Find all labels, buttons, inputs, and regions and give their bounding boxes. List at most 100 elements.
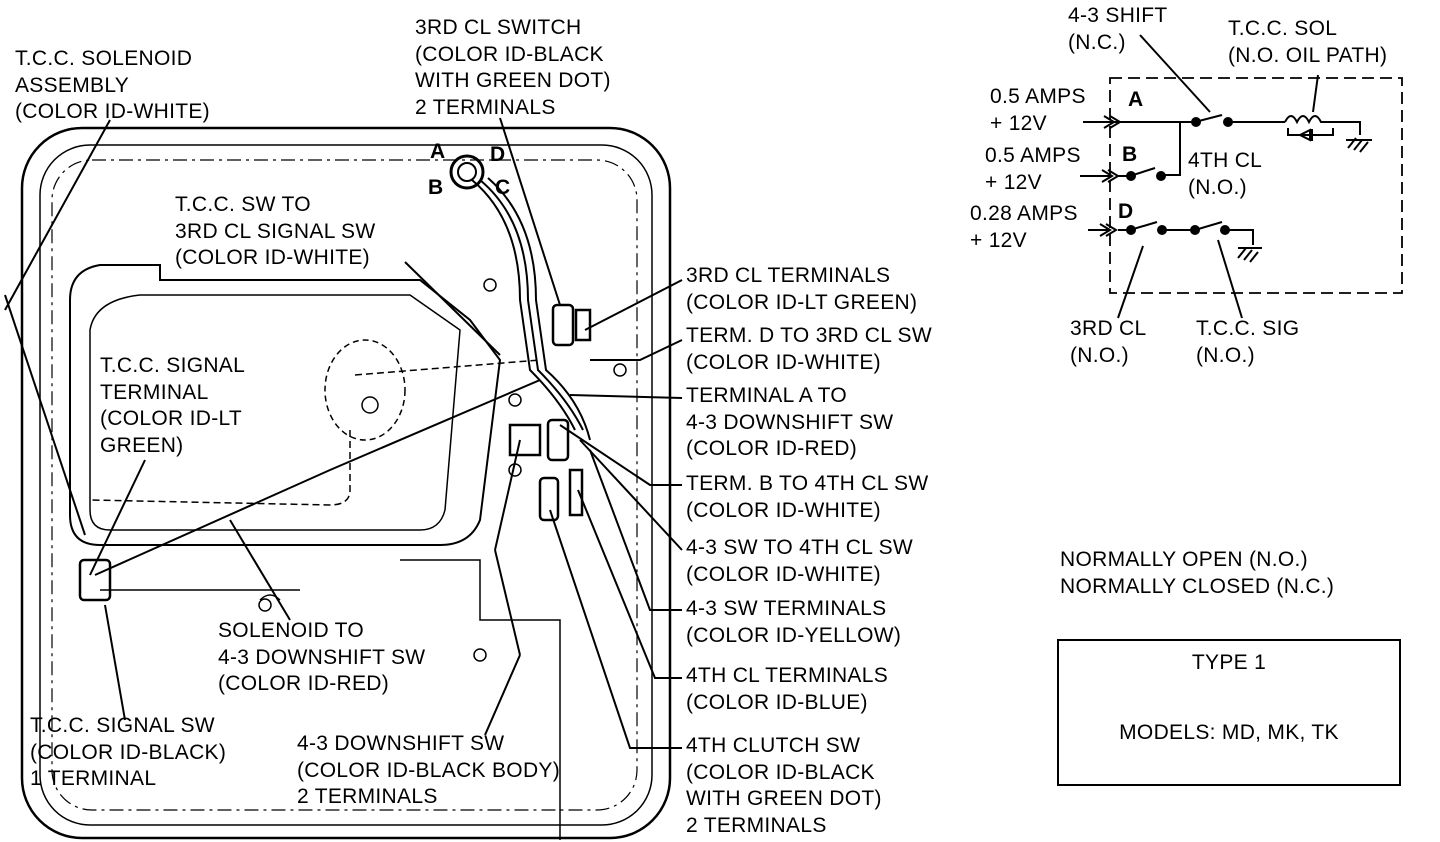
oil-passage xyxy=(324,339,406,441)
label-line: + 12V xyxy=(970,228,1027,252)
label-line: (COLOR ID-WHITE) xyxy=(686,350,881,374)
label-line: 2 TERMINALS xyxy=(415,95,556,119)
4-3-downshift-switch xyxy=(546,418,570,462)
label-line: (N.O. OIL PATH) xyxy=(1228,43,1388,67)
sw43-to-4th-label: 4-3 SW TO 4TH CL SW (COLOR ID-WHITE) xyxy=(686,535,913,588)
terminal-letter-a: A xyxy=(1128,88,1144,111)
label-line: + 12V xyxy=(990,111,1047,135)
input-b-label: 0.5 AMPS+ 12V xyxy=(985,143,1081,196)
label-line: WITH GREEN DOT) xyxy=(686,787,882,810)
label-line: 0.5 AMPS xyxy=(990,85,1086,108)
label-line: 2 TERMINALS xyxy=(297,785,438,808)
label-line: (COLOR ID-WHITE) xyxy=(686,562,881,586)
label-line: 3RD CL xyxy=(1070,317,1147,340)
leader-lines xyxy=(4,117,683,749)
harness-dashed-route xyxy=(89,359,541,506)
label-line: 4-3 DOWNSHIFT SW xyxy=(297,732,505,755)
tcc-sw-to-3rd-cl-label: T.C.C. SW TO 3RD CL SIGNAL SW (COLOR ID-WH… xyxy=(175,192,375,272)
connector-letter-b: B xyxy=(428,176,444,199)
label-line: T.C.C. SIGNAL SW xyxy=(30,714,215,737)
label-line: 4TH CLUTCH SW xyxy=(686,734,861,757)
connector-letter-d: D xyxy=(490,143,506,166)
label-line: (COLOR ID-RED) xyxy=(686,437,858,460)
label-line: 4-3 DOWNSHIFT SW xyxy=(686,410,894,434)
tcc-sol-label: T.C.C. SOL (N.O. OIL PATH) xyxy=(1228,16,1387,69)
label-line: 3RD CL SWITCH xyxy=(415,16,582,39)
label-line: (N.O.) xyxy=(1188,175,1247,199)
label-line: (COLOR ID-BLACK xyxy=(415,42,604,66)
fourth-cl-terminals-label: 4TH CL TERMINALS(COLOR ID-BLUE) xyxy=(686,663,888,716)
schematic xyxy=(1080,34,1403,319)
label-line: T.C.C. SOL xyxy=(1228,17,1338,40)
label-line: T.C.C. SW TO xyxy=(175,193,311,216)
wiring-harness xyxy=(471,177,591,441)
valve-body-outline xyxy=(69,264,502,546)
label-line: 4-3 SW TO 4TH CL SW xyxy=(686,536,914,559)
label-line: GREEN) xyxy=(100,433,184,457)
label-line: (COLOR ID-LT GREEN) xyxy=(686,290,918,314)
label-line: 2 TERMINALS xyxy=(686,813,827,837)
type-box-title: TYPE 1 xyxy=(1191,651,1267,674)
label-line: TERM. D TO 3RD CL SW xyxy=(686,324,932,347)
input-d-label: 0.28 AMPS + 12V xyxy=(970,201,1078,254)
pan-dashed-outline xyxy=(51,159,638,811)
label-line: (COLOR ID-WHITE) xyxy=(686,498,881,522)
label-line: + 12V xyxy=(985,170,1042,194)
label-line: 1 TERMINAL xyxy=(30,767,157,790)
tcc-signal-terminal-label: T.C.C. SIGNAL TERMINAL (COLOR ID-LT GREEN) xyxy=(100,353,245,459)
shift-43-label: 4-3 SHIFT (N.C.) xyxy=(1068,3,1168,56)
label-line: (COLOR ID-BLUE) xyxy=(686,690,868,714)
tcc-signal-switch xyxy=(78,558,112,602)
label-line: (COLOR ID-BLACK BODY) xyxy=(297,758,561,782)
label-line: (N.C.) xyxy=(1068,30,1126,54)
label-line: T.C.C. SIG xyxy=(1196,317,1300,340)
label-line: SOLENOID TO xyxy=(218,619,365,642)
label-line: (COLOR ID-LT xyxy=(100,407,243,430)
label-line: 0.28 AMPS xyxy=(970,202,1078,225)
fourth-clutch-sw-label: 4TH CLUTCH SW (COLOR ID-BLACK WITH GREEN D… xyxy=(686,733,882,839)
label-line: TERMINAL A TO xyxy=(686,384,848,407)
3rd-cl-switch xyxy=(551,303,575,347)
label-line: 4-3 DOWNSHIFT SW xyxy=(218,645,426,669)
type-box-models: MODELS: MD, MK, TK xyxy=(1119,721,1339,744)
label-line: 4-3 SW TERMINALS xyxy=(686,597,887,620)
case-connector xyxy=(449,154,485,190)
label-line: 3RD CL TERMINALS xyxy=(686,264,891,287)
label-line: ASSEMBLY xyxy=(15,73,130,97)
label-line: 4-3 SHIFT xyxy=(1068,4,1168,27)
terminal-letter-b: B xyxy=(1122,143,1138,166)
label-line: TERMINAL xyxy=(100,380,209,404)
third-cl-terminals-label: 3RD CL TERMINALS (COLOR ID-LT GREEN) xyxy=(686,263,917,316)
pan-outer-outline xyxy=(20,126,672,840)
label-line: (COLOR ID-WHITE) xyxy=(175,246,370,269)
schematic-dashed-box xyxy=(1109,77,1403,294)
term-d-label: TERM. D TO 3RD CL SW (COLOR ID-WHITE) xyxy=(686,323,932,376)
label-line: T.C.C. SIGNAL xyxy=(100,354,246,377)
term-b-label: TERM. B TO 4TH CL SW (COLOR ID-WHITE) xyxy=(686,471,928,524)
label-line: (COLOR ID-WHITE) xyxy=(15,100,210,123)
label-line: WITH GREEN DOT) xyxy=(415,69,611,92)
lower-plate xyxy=(100,559,561,840)
label-line: (COLOR ID-BLACK xyxy=(686,760,875,784)
tcc-signal-sw-label: T.C.C. SIGNAL SW (COLOR ID-BLACK) 1 TERMIN… xyxy=(30,713,226,793)
legend-label: NORMALLY OPEN (N.O.) NORMALLY CLOSED (N.C… xyxy=(1060,547,1334,600)
input-a-label: 0.5 AMPS + 12V xyxy=(990,84,1086,137)
label-line: 4TH CL xyxy=(1188,149,1263,172)
third-cl-label: 3RD CL(N.O.) xyxy=(1070,316,1147,369)
label-line: TERM. B TO 4TH CL SW xyxy=(686,472,929,495)
third-cl-switch-label: 3RD CL SWITCH (COLOR ID-BLACK WITH GREEN D… xyxy=(415,15,611,121)
fourth-cl-label: 4TH CL (N.O.) xyxy=(1188,148,1262,201)
type-box xyxy=(1057,639,1401,786)
label-line: NORMALLY CLOSED (N.C.) xyxy=(1060,574,1335,598)
label-line: (COLOR ID-RED) xyxy=(218,672,390,695)
label-line: (COLOR ID-BLACK) xyxy=(30,740,227,764)
label-line: (COLOR ID-YELLOW) xyxy=(686,623,902,647)
label-line: 3RD CL SIGNAL SW xyxy=(175,219,376,243)
label-line: NORMALLY OPEN (N.O.) xyxy=(1060,548,1308,571)
tcc-sig-label: T.C.C. SIG(N.O.) xyxy=(1196,316,1299,369)
4th-clutch-switch xyxy=(538,476,560,522)
sw43-terminals-label: 4-3 SW TERMINALS (COLOR ID-YELLOW) xyxy=(686,596,901,649)
